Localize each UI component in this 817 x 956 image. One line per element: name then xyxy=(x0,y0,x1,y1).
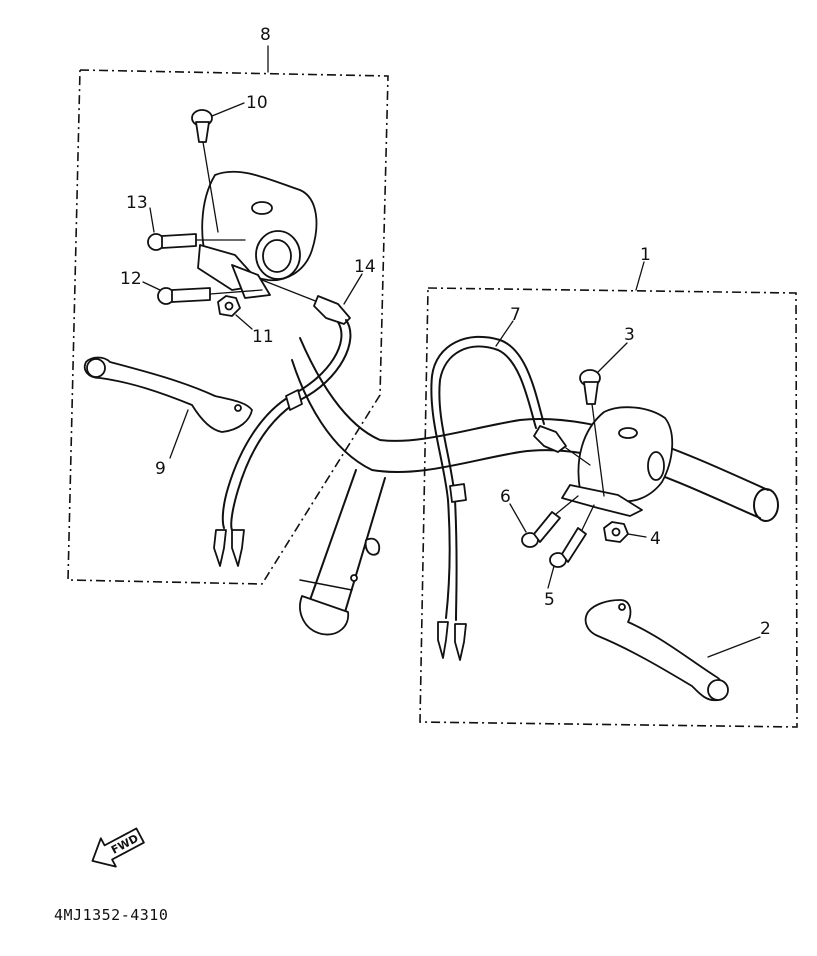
callout-6: 6 xyxy=(500,487,511,507)
leader-lines xyxy=(142,45,761,658)
drawing-code: 4MJ1352-4310 xyxy=(54,906,168,924)
callout-11: 11 xyxy=(252,327,274,347)
cable-part-7 xyxy=(430,335,591,661)
callout-12: 12 xyxy=(120,269,142,289)
callout-4: 4 xyxy=(650,529,661,549)
fwd-arrow-icon: FWD xyxy=(91,827,145,868)
handlebar xyxy=(291,337,779,636)
left-lever-holder xyxy=(197,170,318,299)
callout-5: 5 xyxy=(544,590,555,610)
nut-part-4 xyxy=(603,521,629,543)
callout-8: 8 xyxy=(260,25,271,45)
left-assembly-box xyxy=(67,69,389,585)
screw-part-12 xyxy=(157,287,263,305)
bolt-part-6 xyxy=(521,495,579,548)
screw-part-3 xyxy=(579,369,605,497)
nut-part-11 xyxy=(217,295,241,317)
lever-part-2 xyxy=(584,599,729,702)
callout-13: 13 xyxy=(126,193,148,213)
callout-2: 2 xyxy=(760,619,771,639)
callout-7: 7 xyxy=(510,305,521,325)
switch-part-14 xyxy=(213,279,352,567)
right-assembly-box xyxy=(419,287,798,728)
bolt-part-5 xyxy=(549,504,595,568)
lever-part-9 xyxy=(83,356,253,433)
callout-1: 1 xyxy=(640,245,651,265)
callout-9: 9 xyxy=(155,459,166,479)
callout-3: 3 xyxy=(624,325,635,345)
screw-part-10 xyxy=(191,109,219,233)
callout-14: 14 xyxy=(354,257,376,277)
screw-part-13 xyxy=(147,233,246,251)
right-lever-holder xyxy=(561,406,674,517)
callout-10: 10 xyxy=(246,93,268,113)
